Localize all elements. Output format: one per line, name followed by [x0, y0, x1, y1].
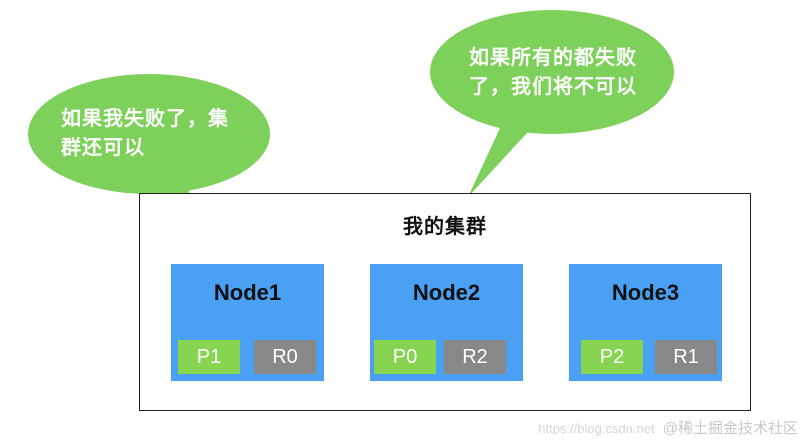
- node-2: Node2 P0 R2: [370, 264, 523, 381]
- node-3-title: Node3: [611, 280, 680, 305]
- watermark: https://blog.csdn.net @稀土掘金技术社区: [538, 417, 798, 438]
- speech-bubble-right-line2: 了，我们将不可以: [469, 74, 637, 98]
- node-1-title: Node1: [213, 280, 282, 305]
- node-2-primary-shard: P0: [374, 340, 436, 374]
- node-3-primary-shard: P2: [581, 340, 643, 374]
- cluster-title: 我的集群: [403, 214, 487, 238]
- speech-bubble-right-tail: [468, 128, 528, 197]
- speech-bubble-left-line1: 如果我失败了，集: [61, 106, 229, 130]
- speech-bubble-right-body: [430, 10, 674, 134]
- speech-bubble-left-text: 如果我失败了，集 群还可以: [61, 104, 229, 162]
- cluster-box: 我的集群 Node1 P1 R0 Node2 P0 R2 Node3 P2 R1: [139, 193, 751, 411]
- node-3: Node3 P2 R1: [569, 264, 722, 381]
- speech-bubble-right: [430, 10, 674, 197]
- node-3-replica-shard: R1: [655, 340, 717, 374]
- watermark-site-text: @稀土掘金技术社区: [662, 420, 798, 437]
- speech-bubble-right-line1: 如果所有的都失败: [469, 45, 637, 69]
- node-2-title: Node2: [412, 280, 481, 305]
- speech-bubble-right-text: 如果所有的都失败 了，我们将不可以: [469, 43, 637, 101]
- node-1: Node1 P1 R0: [171, 264, 324, 381]
- watermark-blog-text: https://blog.csdn.net: [538, 421, 655, 436]
- node-2-replica-shard: R2: [444, 340, 506, 374]
- speech-bubble-left-line2: 群还可以: [61, 135, 145, 159]
- node-1-primary-shard: P1: [178, 340, 240, 374]
- speech-bubble-left-body: [28, 74, 270, 194]
- node-1-replica-shard: R0: [254, 340, 316, 374]
